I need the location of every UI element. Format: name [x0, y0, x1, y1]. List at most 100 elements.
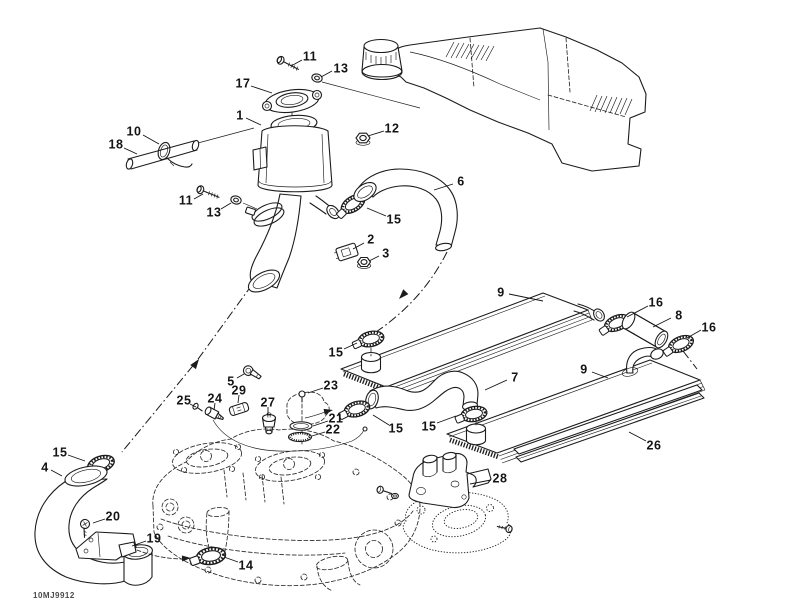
callout-label-22-28: 22 [326, 423, 341, 437]
hose-8 [621, 311, 669, 349]
callout-leader-line [223, 556, 239, 563]
hose-7 [335, 370, 490, 426]
callout-label-7-18: 7 [511, 371, 518, 385]
callout-label-9-17: 9 [580, 363, 587, 377]
bolt-11-top [276, 55, 300, 71]
callout-leader-line [92, 518, 106, 524]
callout-leader-line [236, 373, 245, 379]
screw-20 [79, 518, 91, 538]
direction-arrow [190, 359, 199, 370]
callout-label-11-7: 11 [179, 194, 193, 208]
callout-leader-line [67, 454, 86, 462]
callout-leader-line [131, 540, 147, 547]
rear-plate-elbow [621, 347, 664, 377]
callout-label-23-21: 23 [324, 379, 339, 393]
reservoir-outlet-fitting [309, 195, 340, 220]
callout-leader-line [193, 193, 204, 200]
callout-leader-line [290, 59, 303, 67]
callout-leader-line [237, 394, 240, 404]
protector-strip-26 [513, 384, 705, 463]
callout-leader-line [250, 85, 273, 94]
callout-leader-line [628, 431, 647, 442]
engine-reference [152, 428, 421, 592]
bolt-28-left [376, 485, 393, 495]
callout-leader-line [220, 202, 232, 210]
callout-label-12-4: 12 [385, 122, 400, 136]
callout-label-16-14: 16 [649, 296, 664, 310]
callout-leader-line [320, 70, 333, 78]
callout-label-27-26: 27 [261, 396, 276, 410]
hose-4-assembly [34, 451, 153, 586]
gasket-22 [287, 431, 313, 443]
callout-leader-line [367, 130, 385, 137]
callout-leader-line [626, 305, 649, 318]
callout-label-13-8: 13 [207, 206, 222, 220]
callout-label-15-30: 15 [422, 420, 437, 434]
plate-outlet-elbow [573, 303, 605, 322]
tank-filler-neck [361, 38, 403, 81]
washer-28-left [391, 492, 399, 500]
callout-label-18-6: 18 [109, 138, 124, 152]
callout-label-24-25: 24 [208, 392, 223, 406]
callout-label-25-24: 25 [177, 394, 192, 408]
callout-leader-line [469, 479, 492, 485]
reservoir-cap-17 [261, 88, 323, 114]
spring-clamp-10 [157, 141, 193, 168]
washer-13-lower [230, 195, 242, 205]
bolt-11-lower [196, 185, 220, 199]
callout-label-28-31: 28 [493, 472, 508, 486]
callout-leader-line [213, 402, 216, 411]
callout-leader-line [307, 387, 324, 394]
callout-label-8-15: 8 [675, 309, 682, 323]
drawing-number: 10MJ9912 [33, 591, 75, 600]
callout-label-15-29: 15 [389, 422, 404, 436]
callout-leader-line [352, 242, 365, 250]
rear-plate-inlet-fitting [465, 420, 487, 446]
callout-label-5-22: 5 [227, 375, 234, 389]
callout-label-15-32: 15 [53, 446, 68, 460]
callout-leader-line [311, 431, 326, 437]
callout-label-29-23: 29 [232, 384, 247, 398]
coolant-reservoir [244, 88, 370, 293]
callout-leader-line [508, 293, 544, 302]
callout-leader-line [142, 134, 160, 145]
callout-leader-line [436, 415, 457, 424]
callout-label-17-2: 17 [236, 77, 251, 91]
callout-label-20-34: 20 [106, 510, 121, 524]
washer-13-top [311, 73, 323, 83]
callout-label-2-10: 2 [367, 233, 374, 247]
screw-25 [192, 402, 203, 412]
callout-leader-line [50, 469, 63, 477]
spout-clamp-band [244, 202, 285, 227]
callout-leader-line [484, 379, 508, 391]
thermostat-housing-group [192, 365, 368, 452]
callout-leader-line [368, 255, 380, 262]
callout-leader-line [433, 183, 454, 191]
callout-leader-line [591, 371, 609, 379]
connector-29 [228, 402, 250, 416]
flange-nut-3 [356, 256, 372, 269]
sender-key-5 [242, 365, 262, 380]
callout-leader-line [372, 414, 390, 426]
plate-inlet-fitting [360, 347, 382, 374]
callout-leader-line [312, 420, 329, 427]
callout-label-1-3: 1 [236, 109, 243, 123]
heat-exchanger-rear [446, 347, 706, 464]
heat-exchanger-front [340, 292, 605, 398]
hose-6 [353, 168, 458, 252]
callout-label-16-16: 16 [702, 321, 717, 335]
transfer-hose-8-assembly [594, 309, 698, 370]
temperature-sensor-27 [261, 412, 277, 435]
callout-label-9-13: 9 [497, 286, 504, 300]
fuel-tank [361, 27, 647, 172]
tank-vent-grille [445, 41, 633, 116]
callout-label-10-5: 10 [127, 125, 142, 139]
direction-arrow [399, 289, 409, 299]
hose-clamp-15-plate-front [349, 327, 387, 352]
direction-arrow [323, 408, 333, 415]
callout-label-3-11: 3 [382, 247, 389, 261]
callout-leader-line [652, 317, 672, 328]
